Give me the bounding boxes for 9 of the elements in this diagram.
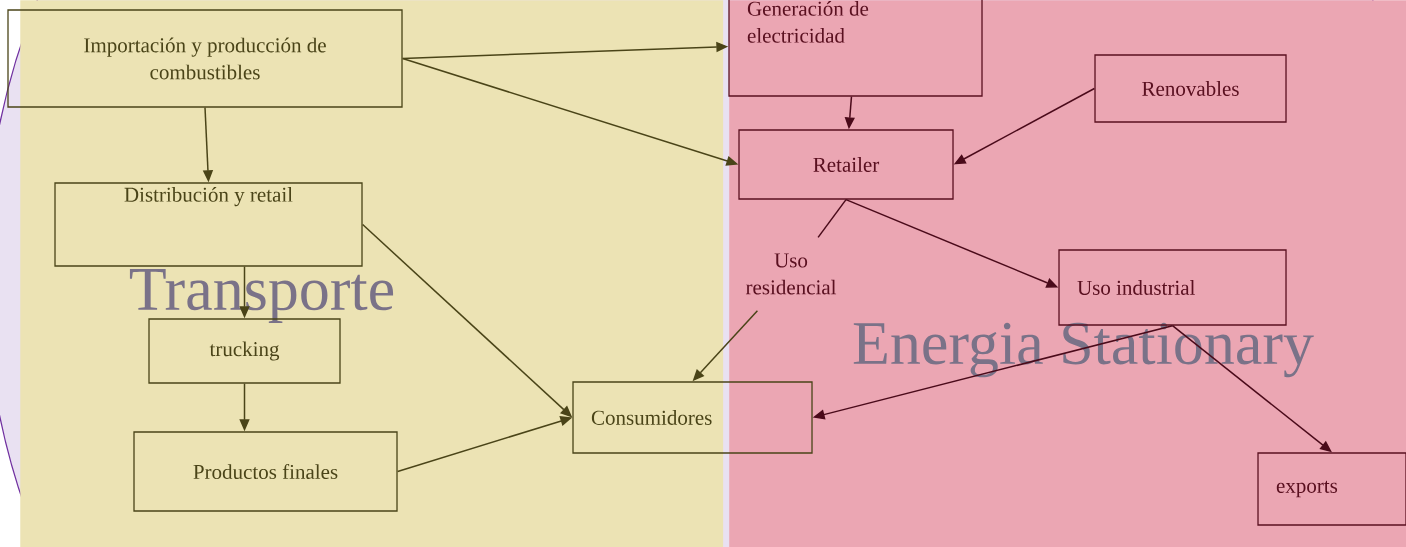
process-box: Renovables xyxy=(1094,54,1287,123)
text-label: Uso residencial xyxy=(745,253,837,295)
process-box: Distribución y retail xyxy=(54,182,363,267)
process-box: Consumidores xyxy=(572,381,813,454)
process-box: Retailer xyxy=(738,129,954,200)
process-box: Productos finales xyxy=(133,431,398,512)
process-box: exports xyxy=(1257,452,1406,526)
process-box: Uso industrial xyxy=(1058,249,1287,326)
process-box: Generación de electricidad xyxy=(728,0,983,97)
